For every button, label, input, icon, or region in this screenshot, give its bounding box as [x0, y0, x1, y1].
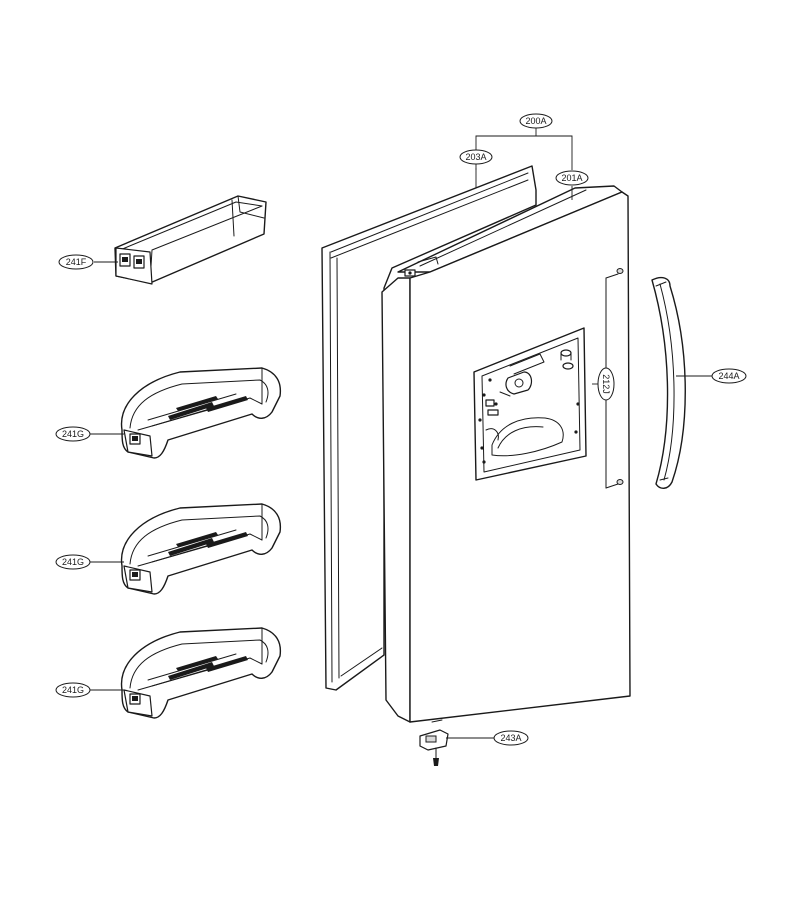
callout-244A-label: 244A	[718, 371, 739, 381]
callout-241G-3: 241G	[55, 682, 91, 698]
callout-241G-1-label: 241G	[62, 429, 84, 439]
callout-212J-label: 212J	[601, 374, 611, 394]
callout-201A: 201A	[555, 170, 589, 186]
callout-203A-label: 203A	[465, 152, 486, 162]
dispenser-recess	[473, 327, 587, 481]
door-handle	[651, 276, 686, 489]
callout-244A: 244A	[711, 368, 747, 384]
door-gasket	[321, 165, 537, 691]
small-door-bin	[114, 195, 267, 285]
callout-200A: 200A	[519, 113, 553, 129]
callout-241G-1: 241G	[55, 426, 91, 442]
door-basket-3	[120, 627, 282, 719]
callout-201A-label: 201A	[561, 173, 582, 183]
callout-241G-3-label: 241G	[62, 685, 84, 695]
callout-203A: 203A	[459, 149, 493, 165]
callout-243A-label: 243A	[500, 733, 521, 743]
lower-hinge	[419, 729, 449, 766]
door-basket-2	[120, 503, 282, 595]
callout-243A: 243A	[493, 730, 529, 746]
callout-212J: 212J	[597, 367, 615, 401]
callout-241F: 241F	[58, 254, 94, 270]
door-basket-1	[120, 367, 282, 459]
callout-241F-label: 241F	[66, 257, 87, 267]
callout-241G-2: 241G	[55, 554, 91, 570]
callout-241G-2-label: 241G	[62, 557, 84, 567]
callout-200A-label: 200A	[525, 116, 546, 126]
